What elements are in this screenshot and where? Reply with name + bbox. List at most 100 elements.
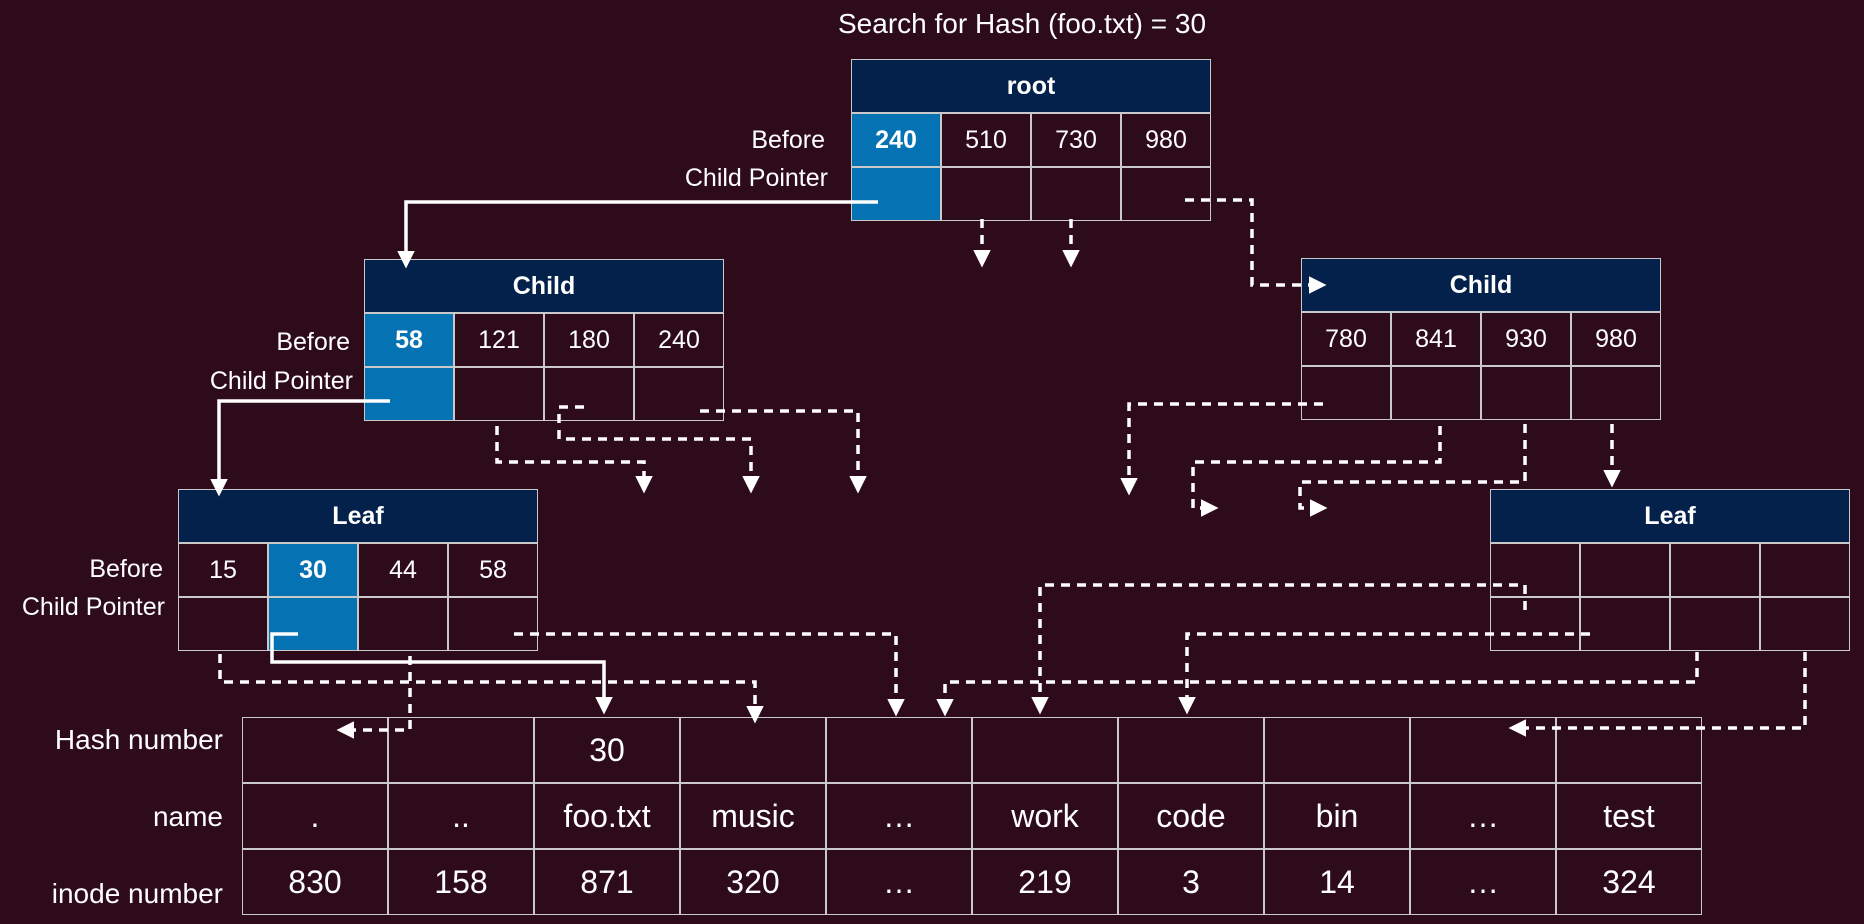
inode-cell: … — [826, 849, 972, 915]
leaf-right-key-cell — [1580, 543, 1670, 597]
leaf-right-dashed-arrow — [1031, 583, 1527, 715]
hash-cell — [1118, 717, 1264, 783]
leaf-left-header: Leaf — [178, 489, 538, 543]
hash-cell — [972, 717, 1118, 783]
leaf-left-key-cell: 44 — [358, 543, 448, 597]
child-right-dashed-arrow — [1298, 424, 1527, 517]
child-left-key-cell: 240 — [634, 313, 724, 367]
child-left-pointer-cell — [544, 367, 634, 421]
leaf-left-pointer-cell — [178, 597, 268, 651]
inode-cell: 320 — [680, 849, 826, 915]
root-to-child-arrow — [397, 200, 878, 269]
name-cell: .. — [388, 783, 534, 849]
inode-cell: 324 — [1556, 849, 1702, 915]
leaf-right-key-cell — [1490, 543, 1580, 597]
row-label-hash: Hash number — [54, 724, 223, 755]
inode-cell: 3 — [1118, 849, 1264, 915]
leaf-left-pointer-cell — [448, 597, 538, 651]
hash-cell — [1410, 717, 1556, 783]
leaf-left-before-label: Before — [89, 555, 163, 583]
name-cell: work — [972, 783, 1118, 849]
hash-cell — [388, 717, 534, 783]
child-left-dashed-arrow — [495, 426, 653, 494]
inode-cell: 14 — [1264, 849, 1410, 915]
child-left-header: Child — [364, 259, 724, 313]
inode-cell: … — [1410, 849, 1556, 915]
leaf-to-entry-arrow — [270, 632, 613, 715]
name-cell: . — [242, 783, 388, 849]
leaf-left-pointer-cell — [268, 597, 358, 651]
child-left-key-cell: 180 — [544, 313, 634, 367]
child-right-dashed-arrow — [1120, 402, 1323, 496]
child-left-node: Child 58 121 180 240 — [364, 259, 724, 421]
hash-cell — [242, 717, 388, 783]
leaf-left-dashed-arrow — [218, 654, 764, 724]
child-left-before-label: Before — [276, 328, 350, 356]
name-cell: bin — [1264, 783, 1410, 849]
root-node-header: root — [851, 59, 1211, 113]
child-to-leaf-arrow — [210, 399, 390, 497]
child-right-key-cell: 841 — [1391, 312, 1481, 366]
inode-cell: 158 — [388, 849, 534, 915]
root-key-cell: 980 — [1121, 113, 1211, 167]
child-right-dashed-arrow — [1191, 426, 1442, 517]
child-right-key-cell: 780 — [1301, 312, 1391, 366]
diagram-title: Search for Hash (foo.txt) = 30 — [838, 8, 1207, 39]
child-left-pointer-cell — [454, 367, 544, 421]
leaf-left-pointer-cell — [358, 597, 448, 651]
leaf-left-key-cell: 58 — [448, 543, 538, 597]
root-pointer-cell — [1121, 167, 1211, 221]
leaf-right-pointer-cell — [1490, 597, 1580, 651]
name-cell: foo.txt — [534, 783, 680, 849]
child-right-header: Child — [1301, 258, 1661, 312]
leaf-left-key-cell: 15 — [178, 543, 268, 597]
child-left-dashed-arrow — [557, 405, 760, 494]
inode-cell: 219 — [972, 849, 1118, 915]
child-left-key-cell: 121 — [454, 313, 544, 367]
root-before-label: Before — [751, 126, 825, 154]
row-label-name: name — [152, 801, 223, 832]
name-cell: music — [680, 783, 826, 849]
leaf-left-dashed-arrow — [514, 632, 905, 717]
root-node: root 240 510 730 980 — [851, 59, 1211, 221]
leaf-right-dashed-arrow — [936, 652, 1699, 717]
leaf-right-pointer-cell — [1760, 597, 1850, 651]
leaf-right-node: Leaf — [1490, 489, 1850, 651]
child-left-child-pointer-label: Child Pointer — [209, 367, 353, 395]
child-right-pointer-cell — [1301, 366, 1391, 420]
name-cell: … — [826, 783, 972, 849]
inode-cell: 830 — [242, 849, 388, 915]
hash-cell — [826, 717, 972, 783]
child-right-pointer-cell — [1391, 366, 1481, 420]
root-key-cell: 510 — [941, 113, 1031, 167]
leaf-left-key-cell: 30 — [268, 543, 358, 597]
name-cell: … — [1410, 783, 1556, 849]
name-cell: test — [1556, 783, 1702, 849]
leaf-right-dashed-arrow — [1178, 632, 1590, 715]
inode-cell: 871 — [534, 849, 680, 915]
child-left-key-cell: 58 — [364, 313, 454, 367]
leaf-left-node: Leaf 15 30 44 58 — [178, 489, 538, 651]
hash-cell — [1556, 717, 1702, 783]
root-pointer-cell — [851, 167, 941, 221]
leaf-right-header: Leaf — [1490, 489, 1850, 543]
root-child-pointer-label: Child Pointer — [684, 164, 828, 192]
name-cell: code — [1118, 783, 1264, 849]
row-label-inode: inode number — [51, 878, 223, 909]
hash-cell: 30 — [534, 717, 680, 783]
hash-cell — [1264, 717, 1410, 783]
leaf-left-child-pointer-label: Child Pointer — [21, 593, 165, 621]
child-right-pointer-cell — [1481, 366, 1571, 420]
leaf-right-dashed-arrow — [1508, 652, 1807, 737]
root-key-cell: 240 — [851, 113, 941, 167]
root-pointer-cell — [1031, 167, 1121, 221]
root-pointer-cell — [941, 167, 1031, 221]
child-left-pointer-cell — [364, 367, 454, 421]
leaf-right-pointer-cell — [1580, 597, 1670, 651]
leaf-right-key-cell — [1760, 543, 1850, 597]
leaf-left-dashed-arrow — [336, 656, 412, 739]
leaf-right-key-cell — [1670, 543, 1760, 597]
child-right-pointer-cell — [1571, 366, 1661, 420]
